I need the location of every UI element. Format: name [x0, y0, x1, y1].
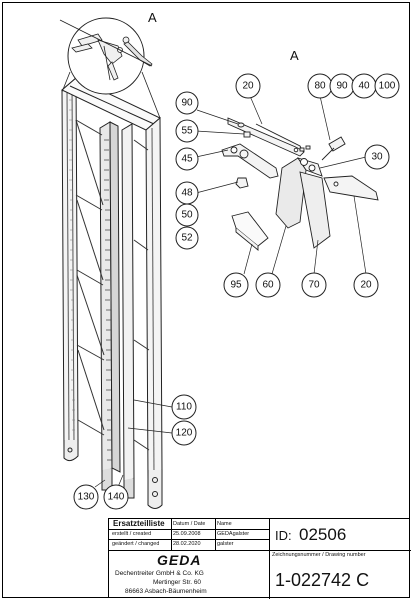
company-street: Mertinger Str. 60	[153, 579, 202, 586]
title-block: Ersatzteilliste Datum / Date Name erstel…	[108, 518, 411, 599]
svg-text:70: 70	[308, 280, 320, 291]
svg-text:120: 120	[176, 428, 193, 439]
callout-120: 120	[171, 420, 197, 446]
svg-text:60: 60	[262, 280, 274, 291]
company-city: 86663 Asbach-Bäumenheim	[125, 588, 207, 595]
svg-text:95: 95	[230, 280, 242, 291]
callout-70: 70	[301, 272, 327, 298]
drawing-number: 1-022742 C	[275, 570, 370, 590]
callout-60: 60	[255, 272, 281, 298]
svg-text:52: 52	[181, 233, 193, 244]
svg-text:48: 48	[181, 188, 193, 199]
name-header: Name	[217, 521, 232, 527]
svg-text:110: 110	[176, 402, 192, 413]
date-header: Datum / Date	[173, 521, 206, 527]
svg-text:80: 80	[314, 81, 326, 92]
svg-text:90: 90	[336, 81, 348, 92]
callout-140: 140	[103, 484, 129, 510]
svg-text:20: 20	[242, 81, 254, 92]
geda-logo: GEDA	[157, 552, 202, 568]
changed-date: 28.02.2020	[173, 541, 201, 547]
callout-40: 40	[351, 73, 377, 99]
changed-name: galster	[217, 541, 234, 547]
svg-text:45: 45	[181, 154, 193, 165]
svg-text:140: 140	[108, 492, 125, 503]
svg-text:55: 55	[181, 126, 193, 137]
changed-label: geändert / changed	[112, 541, 160, 547]
created-label: erstellt / created	[112, 531, 152, 537]
callout-90-top: 90	[329, 73, 355, 99]
company-name: Dechentreiter GmbH & Co. KG	[115, 570, 204, 577]
svg-text:90: 90	[181, 98, 193, 109]
callout-100: 100	[374, 73, 400, 99]
svg-text:40: 40	[358, 81, 370, 92]
drawing-number-label: Zeichnungsnummer / Drawing number	[272, 552, 366, 558]
id-label: ID:	[275, 528, 292, 543]
parts-list-heading: Ersatzteilliste	[113, 519, 165, 528]
created-name: GEDAgalster	[217, 531, 250, 537]
leader-lines	[94, 95, 367, 488]
svg-text:30: 30	[371, 152, 383, 163]
created-date: 25.09.2008	[173, 531, 201, 537]
svg-text:50: 50	[181, 210, 193, 221]
callout-30: 30	[364, 144, 390, 170]
callout-52: 52	[175, 226, 199, 250]
callout-20-upper: 20	[235, 73, 261, 99]
callout-circles: 20 80 90 40 100 90 55 45 30 48 50 52 95 …	[73, 73, 400, 510]
detail-label-far: A	[290, 48, 299, 63]
callout-110: 110	[171, 394, 197, 420]
svg-text:20: 20	[360, 280, 372, 291]
detail-label-near: A	[148, 10, 157, 25]
callout-80: 80	[307, 73, 333, 99]
callout-50: 50	[175, 203, 199, 227]
mast-section	[61, 76, 163, 509]
callout-130: 130	[73, 484, 99, 510]
svg-text:100: 100	[379, 81, 396, 92]
detail-circle-a: A	[59, 10, 161, 119]
callout-95: 95	[223, 272, 249, 298]
callout-20-lower: 20	[353, 272, 379, 298]
callout-45: 45	[175, 147, 199, 171]
id-value: 02506	[299, 525, 347, 544]
svg-text:130: 130	[78, 492, 95, 503]
callout-90-left: 90	[175, 91, 199, 115]
exploded-parts: A	[221, 48, 379, 251]
callout-55: 55	[175, 119, 199, 143]
callout-48: 48	[175, 181, 199, 205]
